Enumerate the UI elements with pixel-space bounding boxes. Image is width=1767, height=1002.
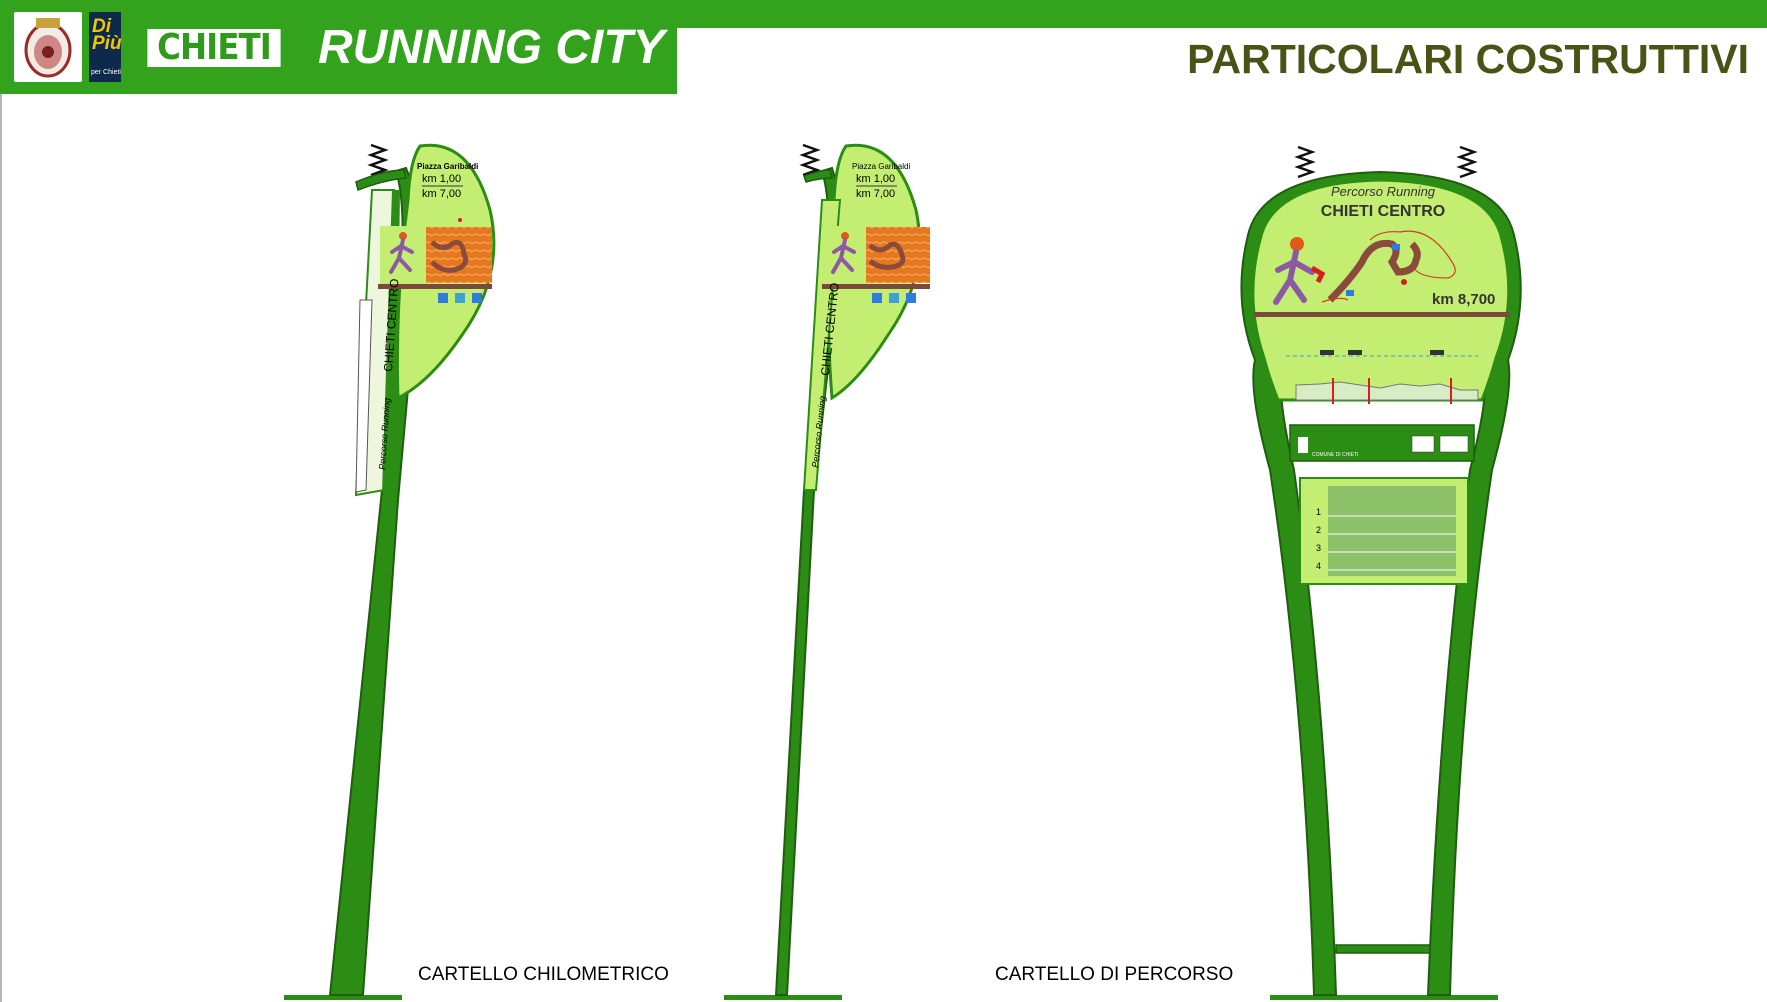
chieti-crest-logo: [14, 12, 82, 82]
chieti-label: CHIETI: [147, 29, 281, 67]
spring-icon: [1456, 145, 1478, 179]
list-number-4: 4: [1316, 561, 1321, 571]
runner-icon: [831, 232, 856, 274]
runner-icon: [1273, 237, 1326, 305]
info-board-list: [1328, 486, 1456, 576]
running-city-title: RUNNING CITY: [318, 21, 665, 74]
base-plate: [724, 995, 842, 1000]
distance-label: km 8,700: [1432, 291, 1495, 308]
caption-chilometrico: CARTELLO CHILOMETRICO: [418, 964, 669, 985]
sponsor-label: COMUNE DI CHIETI: [1312, 452, 1358, 458]
sign-percorso: Piazza Garibaldi km 1,00 km 7,00 CHIETI …: [724, 143, 930, 1000]
caption-percorso: CARTELLO DI PERCORSO: [995, 964, 1234, 985]
route-name-label: CHIETI CENTRO: [1321, 203, 1445, 220]
side-strip: [355, 299, 373, 493]
sign-tabellone: Percorso Running CHIETI CENTRO km 8,700 …: [1240, 145, 1522, 1000]
base-plate: [284, 995, 402, 1000]
route-type-label: Percorso Running: [1331, 184, 1436, 199]
spring-icon: [367, 143, 389, 177]
km-a-label: km 1,00: [422, 173, 461, 185]
left-border: [0, 94, 2, 1002]
list-number-1: 1: [1316, 507, 1321, 517]
place-label: Piazza Garibaldi: [852, 162, 910, 171]
route-path: [1327, 239, 1421, 303]
cross-bar: [1335, 944, 1431, 954]
route-name-vertical: CHIETI CENTRO: [381, 278, 401, 372]
spring-icon: [799, 143, 821, 177]
pole-arm: [355, 169, 407, 192]
list-number-2: 2: [1316, 525, 1321, 535]
km-b-label: km 7,00: [422, 188, 461, 200]
page-title: PARTICOLARI COSTRUTTIVI: [1187, 36, 1749, 82]
km-b-label: km 7,00: [856, 188, 895, 200]
sign-chilometrico: Piazza Garibaldi km 1,00 km 7,00 CHIETI …: [284, 143, 496, 1000]
base-plate: [1270, 995, 1498, 1000]
runner-icon: [389, 232, 414, 274]
place-label: Piazza Garibaldi: [417, 162, 478, 171]
pole-arm: [803, 169, 833, 183]
list-number-3: 3: [1316, 543, 1321, 553]
main-panel: [1251, 178, 1511, 402]
elevation-profile: [1295, 381, 1479, 401]
route-map: [426, 227, 492, 283]
spring-icon: [1294, 145, 1316, 179]
km-a-label: km 1,00: [856, 173, 895, 185]
route-map: [866, 227, 930, 283]
